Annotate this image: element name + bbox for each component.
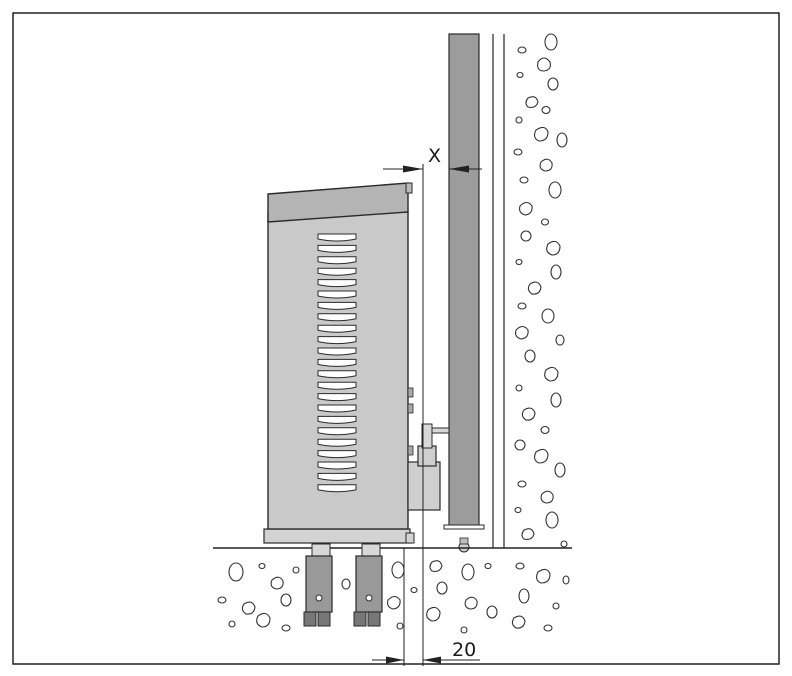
floor bbox=[213, 547, 572, 634]
vent-slot bbox=[317, 290, 357, 299]
vent-slot bbox=[317, 313, 357, 322]
bracket-right bbox=[353, 543, 383, 627]
vent-slot bbox=[317, 381, 357, 390]
vent-slot bbox=[317, 336, 357, 345]
vent-slot bbox=[317, 484, 357, 493]
heater-base bbox=[263, 528, 411, 544]
heater-vent-slots bbox=[317, 233, 357, 493]
vent-slot bbox=[317, 256, 357, 265]
vent-slot bbox=[317, 301, 357, 310]
vent-slot bbox=[317, 233, 357, 242]
vent-slot bbox=[317, 393, 357, 402]
diagram-frame bbox=[12, 12, 780, 665]
concrete-wall bbox=[503, 33, 568, 548]
vent-slot bbox=[317, 472, 357, 481]
vent-slot bbox=[317, 427, 357, 436]
dimension-20-label: 20 bbox=[452, 639, 476, 661]
dimension-x-label: X bbox=[428, 145, 441, 167]
vent-slot bbox=[317, 438, 357, 447]
vent-slot bbox=[317, 244, 357, 253]
sauna-heater bbox=[263, 182, 415, 544]
vent-slot bbox=[317, 347, 357, 356]
floor-brackets bbox=[303, 543, 383, 627]
bracket-left bbox=[303, 543, 333, 627]
wall-mount-bracket bbox=[407, 423, 450, 511]
vent-slot bbox=[317, 450, 357, 459]
floor-stones bbox=[217, 560, 570, 634]
wall-panel bbox=[443, 33, 494, 553]
vent-slot bbox=[317, 370, 357, 379]
vent-slot bbox=[317, 279, 357, 288]
heater-top bbox=[267, 182, 409, 223]
vent-slot bbox=[317, 358, 357, 367]
dimension-20: 20 bbox=[372, 548, 480, 666]
vent-slot bbox=[317, 415, 357, 424]
vent-slot bbox=[317, 324, 357, 333]
wall-stones bbox=[513, 33, 568, 548]
vent-slot bbox=[317, 461, 357, 470]
vent-slot bbox=[317, 404, 357, 413]
dimension-x: X bbox=[383, 145, 482, 560]
vent-slot bbox=[317, 267, 357, 276]
